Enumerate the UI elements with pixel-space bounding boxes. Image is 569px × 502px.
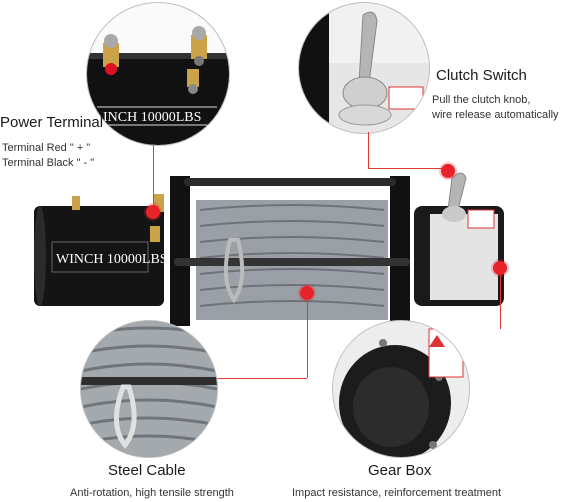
gear-box-subtitle: Impact resistance, reinforcement treatme… <box>292 487 502 499</box>
clutch-switch-title: Clutch Switch <box>436 67 527 84</box>
steel-cable-title: Steel Cable <box>108 462 186 479</box>
winch-body: WINCH 10000LBS <box>34 172 504 326</box>
power-terminal-title: Power Terminal <box>0 114 104 131</box>
clutch-switch-line-1: Pull the clutch knob, <box>432 94 531 106</box>
power-terminal-line-1: Terminal Red " + " <box>2 142 91 154</box>
steel-cable-leader-v <box>307 300 308 378</box>
gear-box-leader <box>500 275 501 329</box>
clutch-switch-leader-h <box>368 168 442 169</box>
gear-box-marker <box>493 261 507 275</box>
steel-cable-marker <box>300 286 314 300</box>
clutch-switch-zoom <box>298 2 430 134</box>
zoom-motor-label: INCH 10000LBS <box>103 110 201 125</box>
power-terminal-leader <box>153 144 154 206</box>
power-terminal-zoom: INCH 10000LBS <box>86 2 230 146</box>
gear-box-zoom <box>332 320 470 458</box>
clutch-knob-icon <box>299 3 429 133</box>
power-terminal-marker <box>146 205 160 219</box>
clutch-switch-leader-v <box>368 132 369 168</box>
clutch-switch-marker <box>441 164 455 178</box>
steel-cable-icon <box>81 321 217 457</box>
gear-box-title: Gear Box <box>368 462 432 479</box>
steel-cable-leader-h <box>214 378 307 379</box>
clutch-switch-line-2: wire release automatically <box>432 109 559 121</box>
steel-cable-subtitle: Anti-rotation, high tensile strength <box>70 487 234 499</box>
gear-box-icon <box>333 321 469 457</box>
power-terminal-line-2: Terminal Black " - " <box>2 157 95 169</box>
steel-cable-zoom <box>80 320 218 458</box>
motor-label: WINCH 10000LBS <box>56 252 168 267</box>
power-terminal-icon: INCH 10000LBS <box>87 26 229 145</box>
